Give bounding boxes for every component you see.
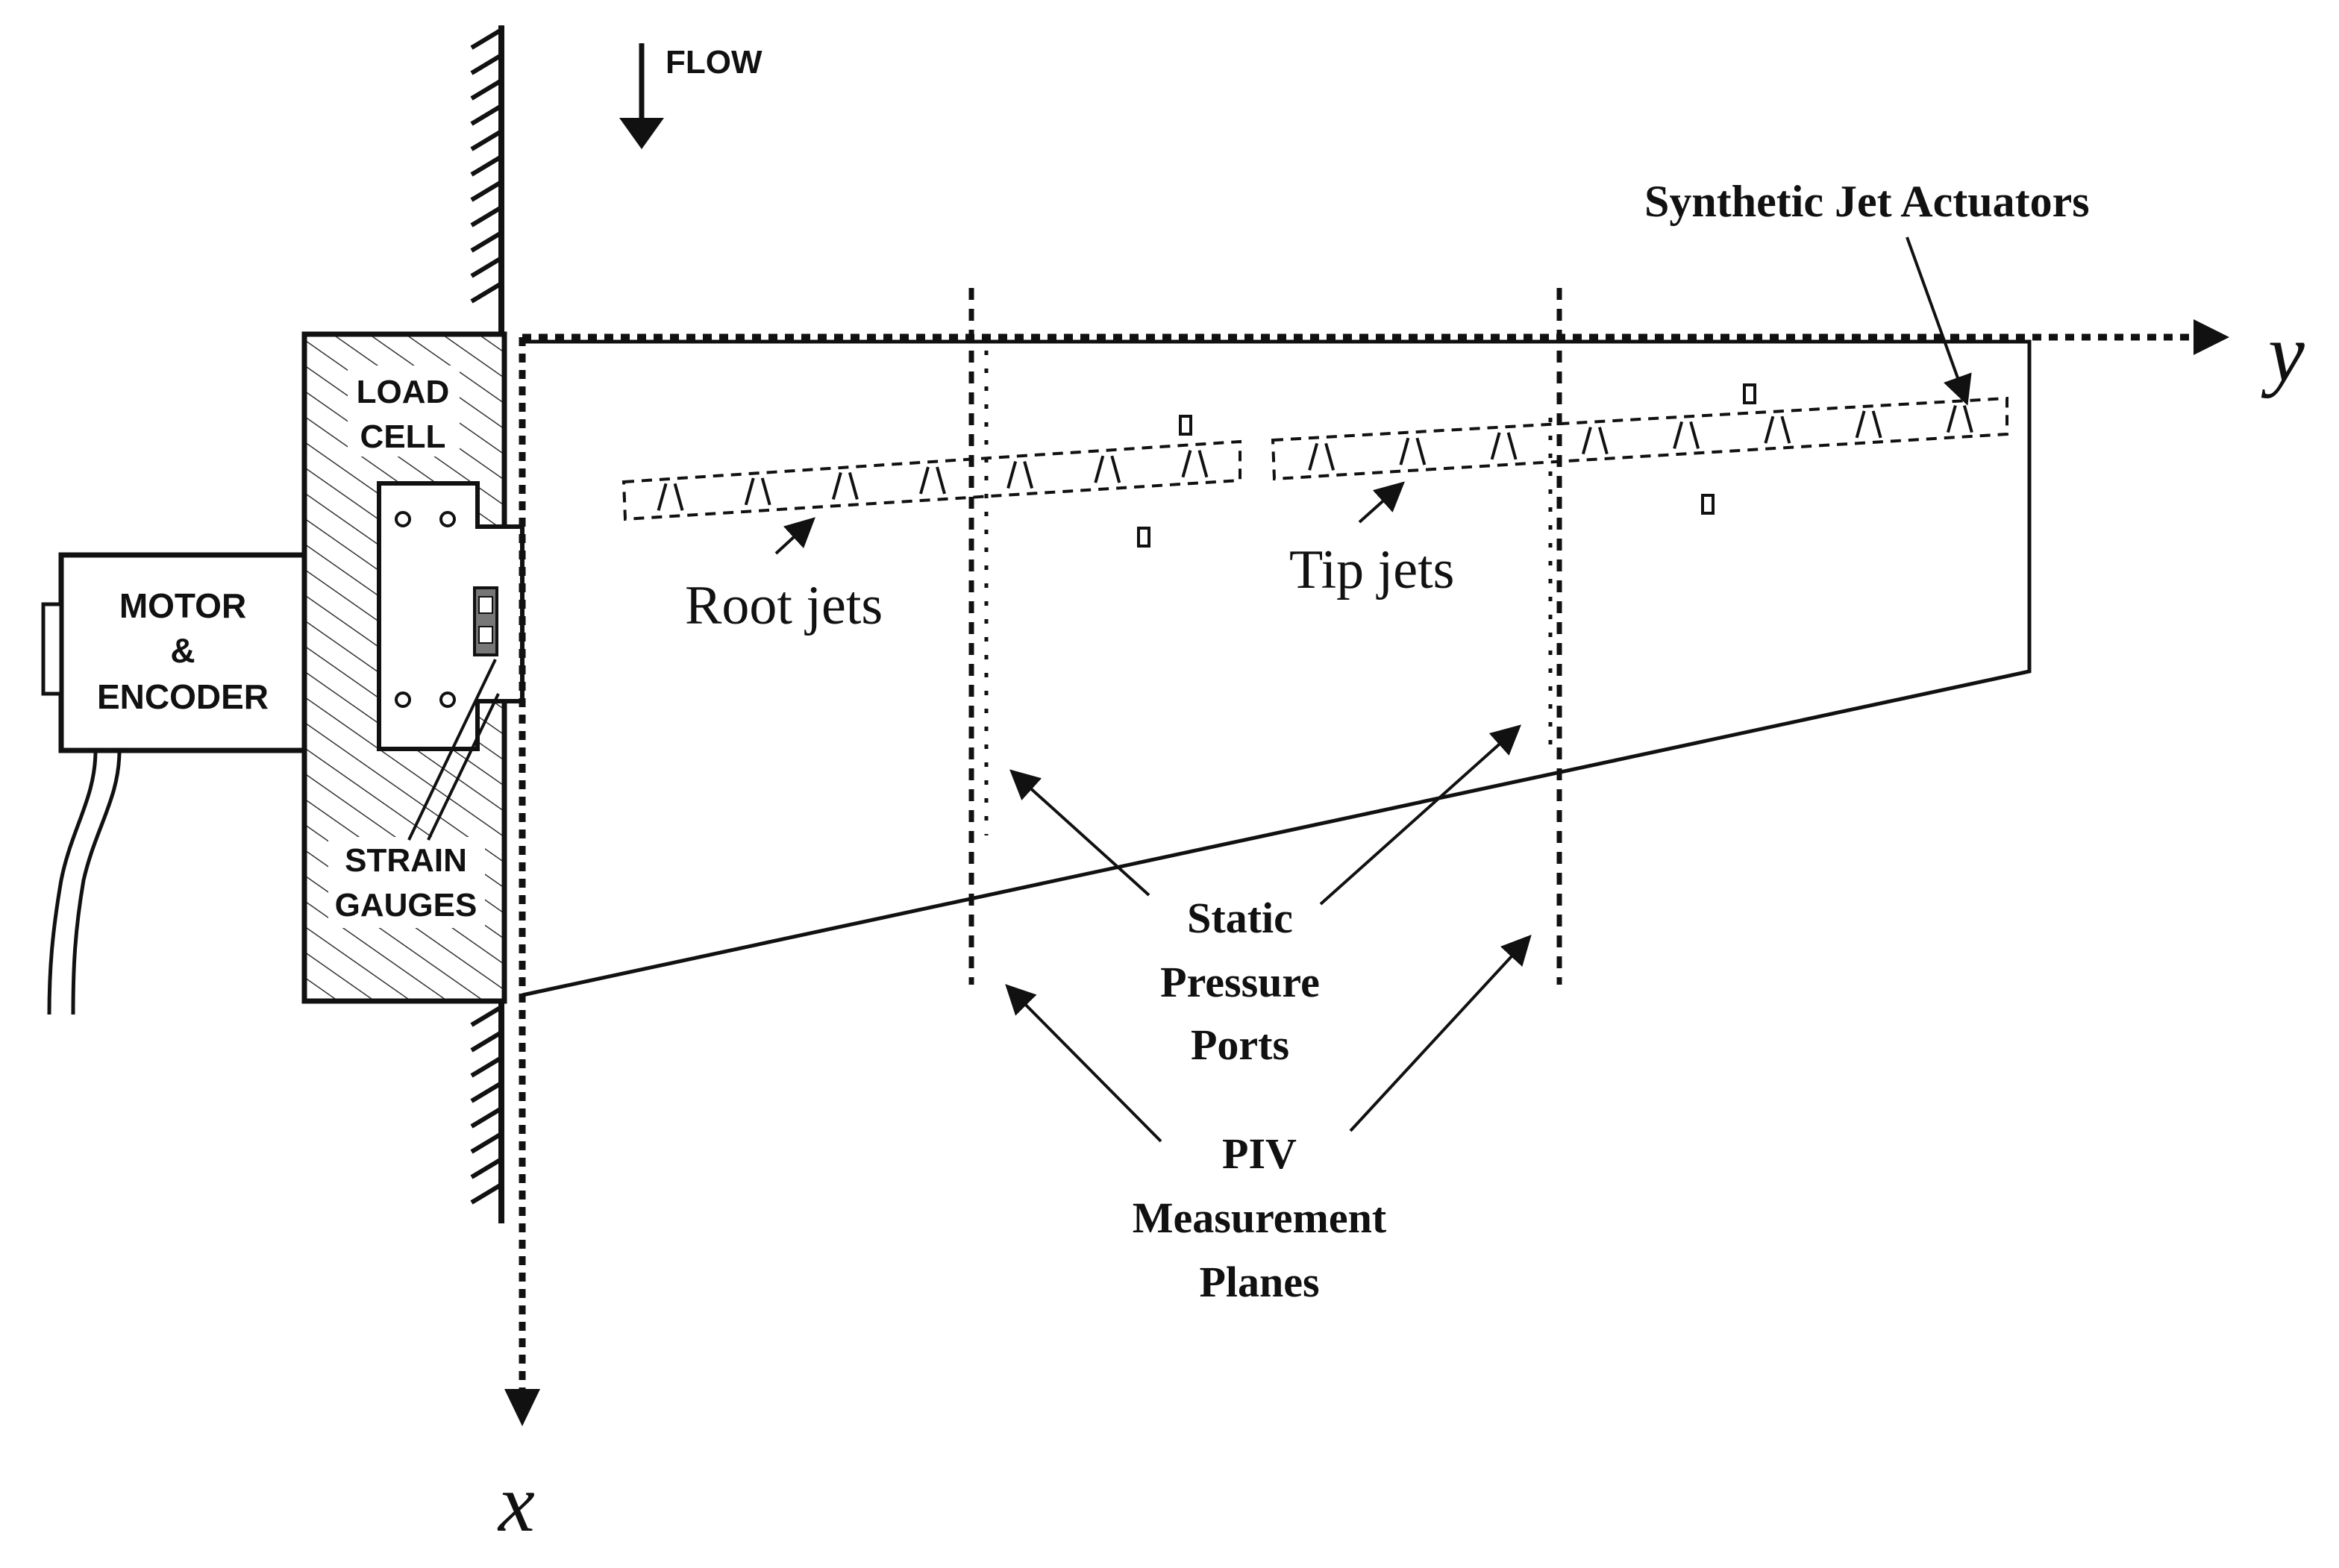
jet-slot-symbol: [1764, 415, 1791, 444]
load-cell: LOAD CELL STRAIN GAUGES: [301, 331, 525, 1004]
piv-planes: [968, 288, 1562, 985]
static-pressure-ports-line1: Static: [1187, 894, 1293, 942]
jet-actuators: [621, 396, 2008, 521]
jet-slot-symbol: [1581, 427, 1609, 455]
tip-jets-label: Tip jets: [1289, 539, 1454, 600]
jet-slot-symbol: [1490, 432, 1518, 460]
annotations: Synthetic Jet Actuators Root jets Tip je…: [685, 177, 2090, 1306]
wall-hatch-tick: [470, 256, 503, 278]
jet-slot-symbol: [1946, 405, 1973, 433]
pressure-port-markers: [1137, 383, 1756, 548]
jet-slot-symbol: [1673, 421, 1700, 449]
load-cell-label-line2: CELL: [360, 418, 446, 455]
piv-planes-line3: Planes: [1199, 1258, 1319, 1306]
coordinate-axes: y x: [497, 307, 2305, 1549]
jet-slot-symbol: [1006, 461, 1034, 489]
wall-hatch-tick: [470, 28, 503, 50]
wall-hatch-tick: [470, 53, 503, 75]
wall-hatch-tick: [470, 1106, 503, 1129]
load-cell-label-line1: LOAD: [357, 374, 450, 410]
root-jets-strip: [621, 439, 1241, 521]
y-axis-label: y: [2261, 307, 2305, 398]
synthetic-jet-actuators-label: Synthetic Jet Actuators: [1644, 177, 2090, 226]
wall-hatch-tick: [470, 1182, 503, 1205]
static-pressure-ports-line3: Ports: [1191, 1020, 1289, 1069]
wall-hatch-tick: [470, 129, 503, 151]
strain-gauges-label-line2: GAUGES: [335, 887, 477, 923]
jet-slot-symbol: [1094, 455, 1121, 483]
wall-hatch-tick: [470, 1030, 503, 1053]
wall-hatch-tick: [470, 205, 503, 228]
motor-label-line3: ENCODER: [97, 677, 269, 716]
static-pressure-ports-line2: Pressure: [1160, 958, 1320, 1006]
jet-slot-symbol: [831, 471, 859, 500]
wall-hatch-tick: [470, 1081, 503, 1103]
tip-jets-strip: [1271, 396, 2008, 481]
flow-indicator: FLOW: [619, 43, 763, 149]
wall-hatch-tick: [470, 78, 503, 101]
wall-hatch-tick: [470, 104, 503, 126]
jet-slot-symbol: [919, 466, 946, 495]
wall-hatch-tick: [470, 180, 503, 202]
jet-slot-symbol: [657, 483, 684, 511]
jet-slot-symbol: [1855, 410, 1882, 439]
motor-encoder: MOTOR & ENCODER: [41, 552, 307, 1015]
x-axis-label: x: [497, 1458, 535, 1549]
jet-slot-symbol: [1308, 442, 1336, 471]
wall-hatch-tick: [470, 154, 503, 177]
wall-hatch-tick: [470, 1056, 503, 1078]
wall-hatch-tick: [470, 231, 503, 253]
strain-gauges-label-line1: STRAIN: [345, 842, 467, 879]
piv-planes-line2: Measurement: [1133, 1194, 1387, 1242]
root-jets-label: Root jets: [685, 575, 883, 636]
wing-planform: [522, 339, 2032, 997]
motor-label-line2: &: [170, 631, 195, 670]
wall-hatch-tick: [470, 1005, 503, 1027]
wall-hatch-tick: [470, 1157, 503, 1179]
flow-label: FLOW: [666, 44, 763, 81]
piv-planes-line1: PIV: [1222, 1129, 1297, 1178]
jet-slot-symbol: [744, 477, 771, 506]
tunnel-wall: [470, 25, 504, 1223]
wall-hatch-tick: [470, 1132, 503, 1154]
motor-label-line1: MOTOR: [119, 586, 246, 625]
wall-hatch-tick: [470, 281, 503, 304]
jet-slot-symbol: [1181, 450, 1209, 478]
jet-slot-symbol: [1399, 437, 1427, 465]
